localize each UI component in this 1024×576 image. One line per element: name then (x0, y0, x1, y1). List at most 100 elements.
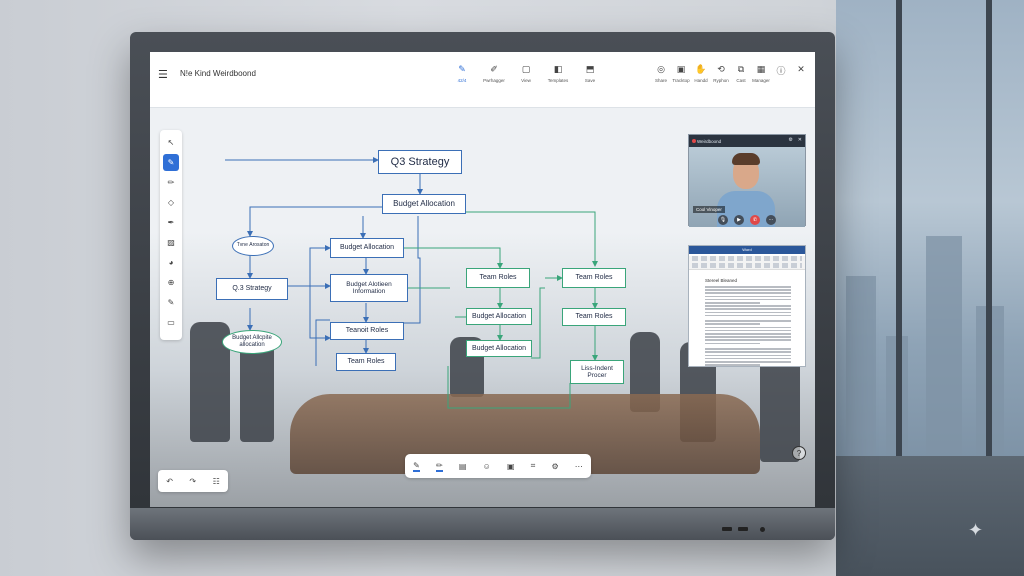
toolbar-button-save[interactable]: ⬒ Save (578, 64, 602, 83)
more-icon[interactable]: ⋯ (574, 461, 583, 471)
document-text-line (705, 360, 791, 363)
document-ribbon[interactable] (689, 256, 805, 270)
add-icon[interactable]: ⊕ (167, 278, 175, 287)
eraser-icon[interactable]: ◇ (167, 198, 175, 207)
node-budget-allocation-top[interactable]: Budget Allocation (382, 194, 466, 214)
hand-icon: ✋ (695, 64, 707, 74)
settings-icon[interactable]: ⚙ (788, 137, 793, 143)
shape-icon: ▢ (521, 64, 531, 74)
pen-icon: ✎ (458, 64, 466, 74)
document-panel[interactable]: Word Stereel Bleaned (688, 245, 806, 367)
node-ellipse-bottom[interactable]: Budget Allcpite allocation (222, 330, 282, 354)
document-text-line (705, 286, 791, 288)
toolbar-button-cast[interactable]: ⧉ Cast (733, 64, 749, 83)
node-teanoit-roles[interactable]: Teanoit Roles (330, 322, 404, 340)
node-team-roles-left[interactable]: Team Roles (336, 353, 396, 371)
screen: ☰ N!e Kind Weirdboond ✎42/4 ✐Pwrhagger ▢Vi… (150, 52, 815, 507)
participant-video: Cool Vinoper 🎙 ▶ ✆ ⋯ (689, 147, 805, 227)
node-ellipse-top[interactable]: Tvne Arosaton (232, 236, 274, 256)
folder-icon[interactable]: ▭ (167, 318, 175, 327)
sparkle-icon: ✦ (968, 520, 984, 540)
toolbar-button-brush[interactable]: ✐Pwrhagger (482, 64, 506, 83)
document-text-line (705, 351, 791, 353)
close-icon[interactable]: ✕ (797, 137, 802, 143)
node-budget-allocation-info[interactable]: Budget Alotieen Information (330, 274, 408, 302)
node-team-roles-mid[interactable]: Team Roles (466, 268, 530, 288)
image-icon[interactable]: ▨ (167, 238, 175, 247)
app-title: N!e Kind Weirdboond (180, 69, 256, 78)
document-text-line (705, 314, 791, 317)
toolbar-button-shape[interactable]: ▢View (514, 64, 538, 83)
video-call-title: Weirdboond (697, 138, 722, 144)
help-button[interactable]: ? (792, 446, 806, 460)
marker-icon[interactable]: ✏ (435, 460, 443, 472)
building (926, 236, 962, 456)
node-q3-strategy[interactable]: Q3 Strategy (378, 150, 462, 174)
node-budget-allocation-mid[interactable]: Budget Allocation (466, 308, 532, 325)
end-call-icon[interactable]: ✆ (750, 215, 760, 225)
undo-icon[interactable]: ↶ (166, 476, 173, 486)
toolbar-button-screen[interactable]: ▣Tracktop (672, 64, 689, 83)
toolbar-button-label: Save (584, 78, 596, 83)
toolbar-button-grid[interactable]: ▦Manager (752, 64, 770, 83)
highlighter-icon[interactable]: ✒ (167, 218, 175, 227)
mic-icon[interactable]: 🎙 (718, 215, 728, 225)
monitor-bezel (130, 508, 835, 540)
emoji-icon[interactable]: ☺ (482, 461, 491, 471)
node-team-roles-right2[interactable]: Team Roles (562, 308, 626, 326)
node-budget-allocation-left[interactable]: Budget Allocation (330, 238, 404, 258)
document-text-line (705, 311, 791, 314)
menu-icon[interactable]: ☰ (158, 69, 168, 81)
save-icon: ⬒ (585, 64, 595, 74)
document-text-line (705, 336, 791, 338)
node-budget-allocation-mid2[interactable]: Budget Allocation (466, 340, 532, 357)
toolbar-button-info[interactable]: ⓘ (773, 64, 789, 83)
toolbar-button-close[interactable]: ✕ (793, 64, 809, 83)
document-page[interactable]: Stereel Bleaned (699, 274, 797, 366)
node-team-roles-right1[interactable]: Team Roles (562, 268, 626, 288)
window-frame (986, 0, 992, 576)
floor (836, 456, 1024, 576)
layout-icon[interactable]: ☷ (212, 476, 220, 486)
toolbar-button-label: Share (654, 78, 667, 83)
close-icon: ✕ (797, 64, 805, 74)
document-heading: Stereel Bleaned (705, 278, 738, 283)
toolbar-button-template[interactable]: ◧ Templates (546, 64, 570, 83)
pen-icon[interactable]: ✎ (163, 154, 179, 171)
camera-icon[interactable]: ▶ (734, 215, 744, 225)
marker-icon[interactable]: ✏ (167, 178, 175, 187)
toolbar-button-hand[interactable]: ✋ Handd (693, 64, 709, 83)
toolbar-button-pen[interactable]: ✎42/4 (450, 64, 474, 83)
office-window (836, 0, 1024, 576)
document-text-line (705, 329, 791, 332)
shapes-icon[interactable]: ▤ (458, 461, 467, 471)
video-call-titlebar: Weirdboond ⚙ ✕ (689, 135, 805, 147)
toolbar-button-label: Handd (694, 78, 708, 83)
settings-icon[interactable]: ⚙ (551, 461, 559, 471)
toolbar-button-label: Cast (736, 78, 746, 83)
cast-icon: ⧉ (737, 64, 745, 74)
document-text-line (705, 342, 760, 345)
screen-icon[interactable]: ▣ (506, 461, 515, 471)
toolbar-button-share[interactable]: ◎Share (653, 64, 669, 83)
text-icon[interactable]: ⌗ (530, 461, 536, 470)
document-text-line (705, 364, 760, 366)
more-icon[interactable]: ⋯ (766, 215, 776, 225)
document-text-line (705, 323, 760, 326)
node-q3-strategy-side[interactable]: Q.3 Strategy (216, 278, 288, 300)
toolbar-button-label: Templates (547, 78, 569, 83)
flowchart-canvas[interactable]: Q3 Strategy Budget Allocation Tvne Arosa… (150, 108, 815, 507)
pointer-icon[interactable]: ↖ (167, 138, 175, 147)
document-text-line (705, 295, 791, 298)
redo-icon[interactable]: ↷ (189, 476, 197, 486)
grid-icon: ▦ (756, 64, 766, 74)
video-call-panel[interactable]: Weirdboond ⚙ ✕ Cool Vinoper 🎙 ▶ ✆ ⋯ (688, 134, 806, 227)
toolbar-button-sync[interactable]: ⟲Ryphon (713, 64, 729, 83)
pencil-icon[interactable]: ✎ (167, 298, 175, 307)
screen-icon: ▣ (676, 64, 686, 74)
palette-icon[interactable]: ◕ (168, 258, 174, 267)
template-icon: ◧ (553, 64, 563, 74)
brush-icon: ✐ (490, 64, 498, 74)
pen-icon[interactable]: ✎ (413, 460, 420, 472)
node-liss-indent[interactable]: Liss-Indent Procer (570, 360, 624, 384)
